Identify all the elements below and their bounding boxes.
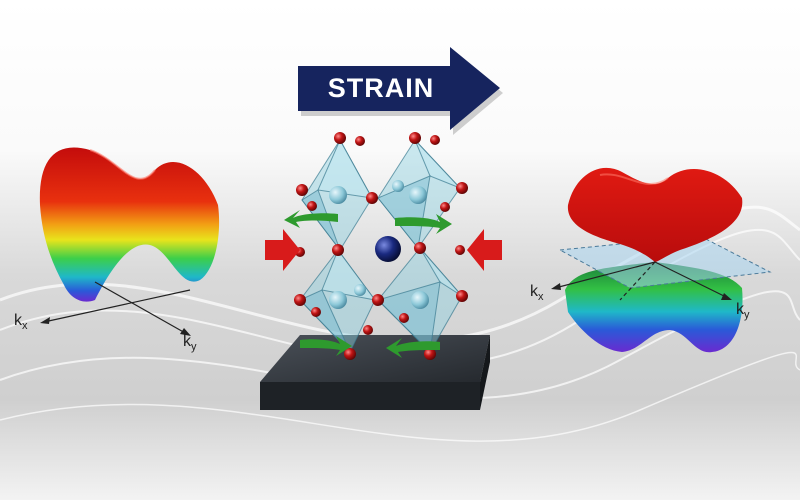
perovskite-crystal (284, 132, 468, 360)
a-site-atom (375, 236, 401, 262)
compression-arrow-icon (265, 229, 502, 271)
background-waves (0, 205, 800, 442)
left-ky-label: ky (183, 333, 197, 353)
right-band-axes (551, 261, 732, 301)
right-ky-label: ky (736, 301, 750, 321)
strain-arrow-icon: STRAIN (298, 47, 503, 135)
right-kx-label: kx (530, 283, 544, 303)
strain-label: STRAIN (328, 73, 435, 103)
rotation-arrow-icon (284, 210, 452, 358)
left-band-surface (39, 147, 220, 302)
substrate-slab (260, 335, 490, 410)
right-band-lower-surface (565, 262, 743, 353)
right-band-upper-surface (567, 167, 743, 262)
b-site-atoms (329, 180, 429, 309)
oxygen-atoms (294, 132, 468, 360)
left-band-axes (40, 281, 191, 336)
left-kx-label: kx (14, 312, 28, 332)
